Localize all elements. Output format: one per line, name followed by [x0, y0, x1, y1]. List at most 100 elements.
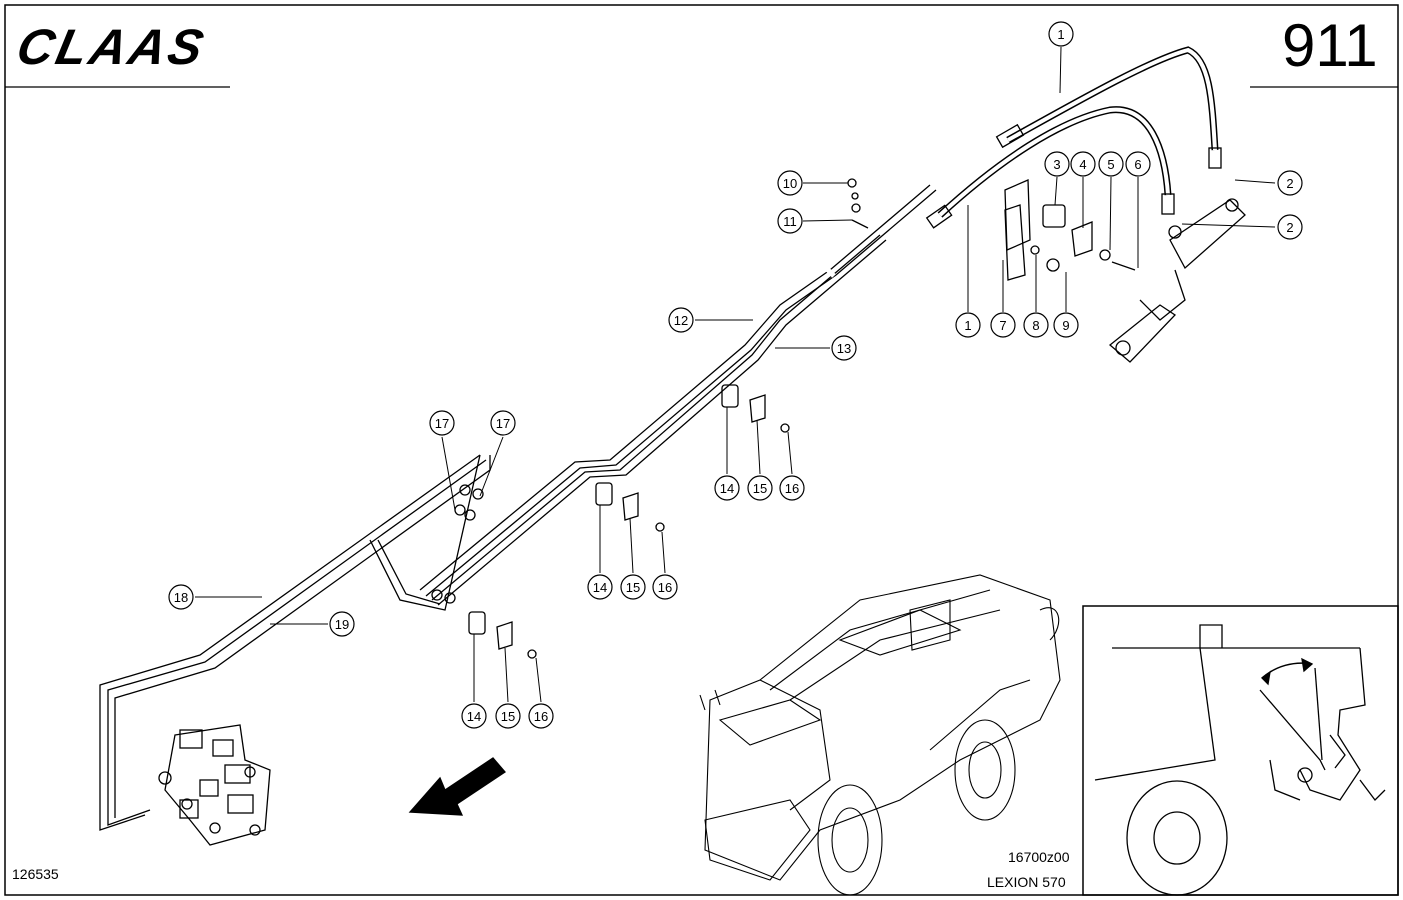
callout-16: 16	[779, 475, 805, 501]
callout-circle	[1125, 151, 1151, 177]
callout-circle	[652, 574, 678, 600]
callout-circle	[777, 208, 803, 234]
callout-circle	[1277, 170, 1303, 196]
callout-label: 14	[720, 481, 734, 496]
sheet-frame	[4, 4, 1399, 896]
callout-circle	[779, 475, 805, 501]
bolts-10-11	[847, 178, 869, 229]
callout-label: 11	[783, 214, 797, 229]
callout-circle	[955, 312, 981, 338]
callout-circle	[1048, 21, 1074, 47]
callout-4: 4	[1070, 151, 1096, 177]
callout-14: 14	[587, 574, 613, 600]
callout-circle	[329, 611, 355, 637]
callout-2: 2	[1277, 214, 1303, 240]
clamp-set-a	[721, 384, 790, 433]
callout-circle	[168, 584, 194, 610]
callout-label: 18	[174, 590, 188, 605]
callout-label: 9	[1062, 318, 1069, 333]
direction-arrow-icon	[408, 757, 506, 816]
callout-3: 3	[1044, 151, 1070, 177]
callout-7: 7	[990, 312, 1016, 338]
hydraulic-cylinder	[1108, 198, 1246, 363]
callout-label: 15	[501, 709, 515, 724]
figure-code: 16700z00	[1008, 849, 1070, 865]
callout-circle	[528, 703, 554, 729]
callout-label: 7	[999, 318, 1006, 333]
combine-harvester-illustration	[699, 574, 1061, 896]
callout-label: 15	[626, 580, 640, 595]
callout-9: 9	[1053, 312, 1079, 338]
clamp-set-c	[468, 611, 537, 659]
callout-label: 2	[1286, 176, 1293, 191]
callout-8: 8	[1023, 312, 1049, 338]
callout-label: 13	[837, 341, 851, 356]
callout-label: 14	[593, 580, 607, 595]
machine-model: LEXION 570	[987, 874, 1066, 890]
leader-lines	[195, 46, 1276, 703]
callout-circle	[429, 410, 455, 436]
callout-12: 12	[668, 307, 694, 333]
callout-label: 3	[1053, 157, 1060, 172]
callout-10: 10	[777, 170, 803, 196]
callout-14: 14	[714, 475, 740, 501]
callout-label: 19	[335, 617, 349, 632]
callout-label: 14	[467, 709, 481, 724]
callout-label: 2	[1286, 220, 1293, 235]
callout-circle	[461, 703, 487, 729]
callout-label: 8	[1032, 318, 1039, 333]
callout-15: 15	[495, 703, 521, 729]
callout-17: 17	[429, 410, 455, 436]
hydraulic-hoses	[925, 46, 1222, 229]
callout-15: 15	[747, 475, 773, 501]
callout-19: 19	[329, 611, 355, 637]
callout-circle	[1053, 312, 1079, 338]
hydraulic-pipes-18-19	[99, 454, 491, 831]
callout-13: 13	[831, 335, 857, 361]
callout-label: 17	[435, 416, 449, 431]
callout-circle	[1277, 214, 1303, 240]
callout-label: 1	[1057, 27, 1064, 42]
callout-circle	[1044, 151, 1070, 177]
callout-1: 1	[955, 312, 981, 338]
callout-1: 1	[1048, 21, 1074, 47]
hydraulic-pipes-12-13	[419, 184, 937, 606]
clamp-assembly-top	[1004, 179, 1136, 281]
callout-6: 6	[1125, 151, 1151, 177]
callout-circle	[990, 312, 1016, 338]
callout-label: 16	[534, 709, 548, 724]
callout-14: 14	[461, 703, 487, 729]
callout-label: 5	[1107, 157, 1114, 172]
callout-circle	[714, 475, 740, 501]
clamp-set-b	[595, 482, 665, 532]
callout-2: 2	[1277, 170, 1303, 196]
callout-label: 12	[674, 313, 688, 328]
page-number: 911	[1282, 12, 1378, 79]
callout-label: 15	[753, 481, 767, 496]
callout-label: 17	[496, 416, 510, 431]
callout-11: 11	[777, 208, 803, 234]
callout-circle	[747, 475, 773, 501]
callout-circle	[668, 307, 694, 333]
callout-circle	[587, 574, 613, 600]
callout-label: 10	[783, 176, 797, 191]
callout-18: 18	[168, 584, 194, 610]
callout-circle	[831, 335, 857, 361]
callout-circle	[777, 170, 803, 196]
callout-label: 16	[658, 580, 672, 595]
callout-label: 16	[785, 481, 799, 496]
callout-label: 4	[1079, 157, 1086, 172]
callout-circle	[1023, 312, 1049, 338]
callout-circle	[620, 574, 646, 600]
callout-label: 6	[1134, 157, 1141, 172]
callout-15: 15	[620, 574, 646, 600]
callout-circle	[1070, 151, 1096, 177]
callout-16: 16	[528, 703, 554, 729]
control-valve-block	[158, 724, 271, 846]
callout-circle	[495, 703, 521, 729]
callout-16: 16	[652, 574, 678, 600]
detail-inset	[1082, 605, 1399, 896]
